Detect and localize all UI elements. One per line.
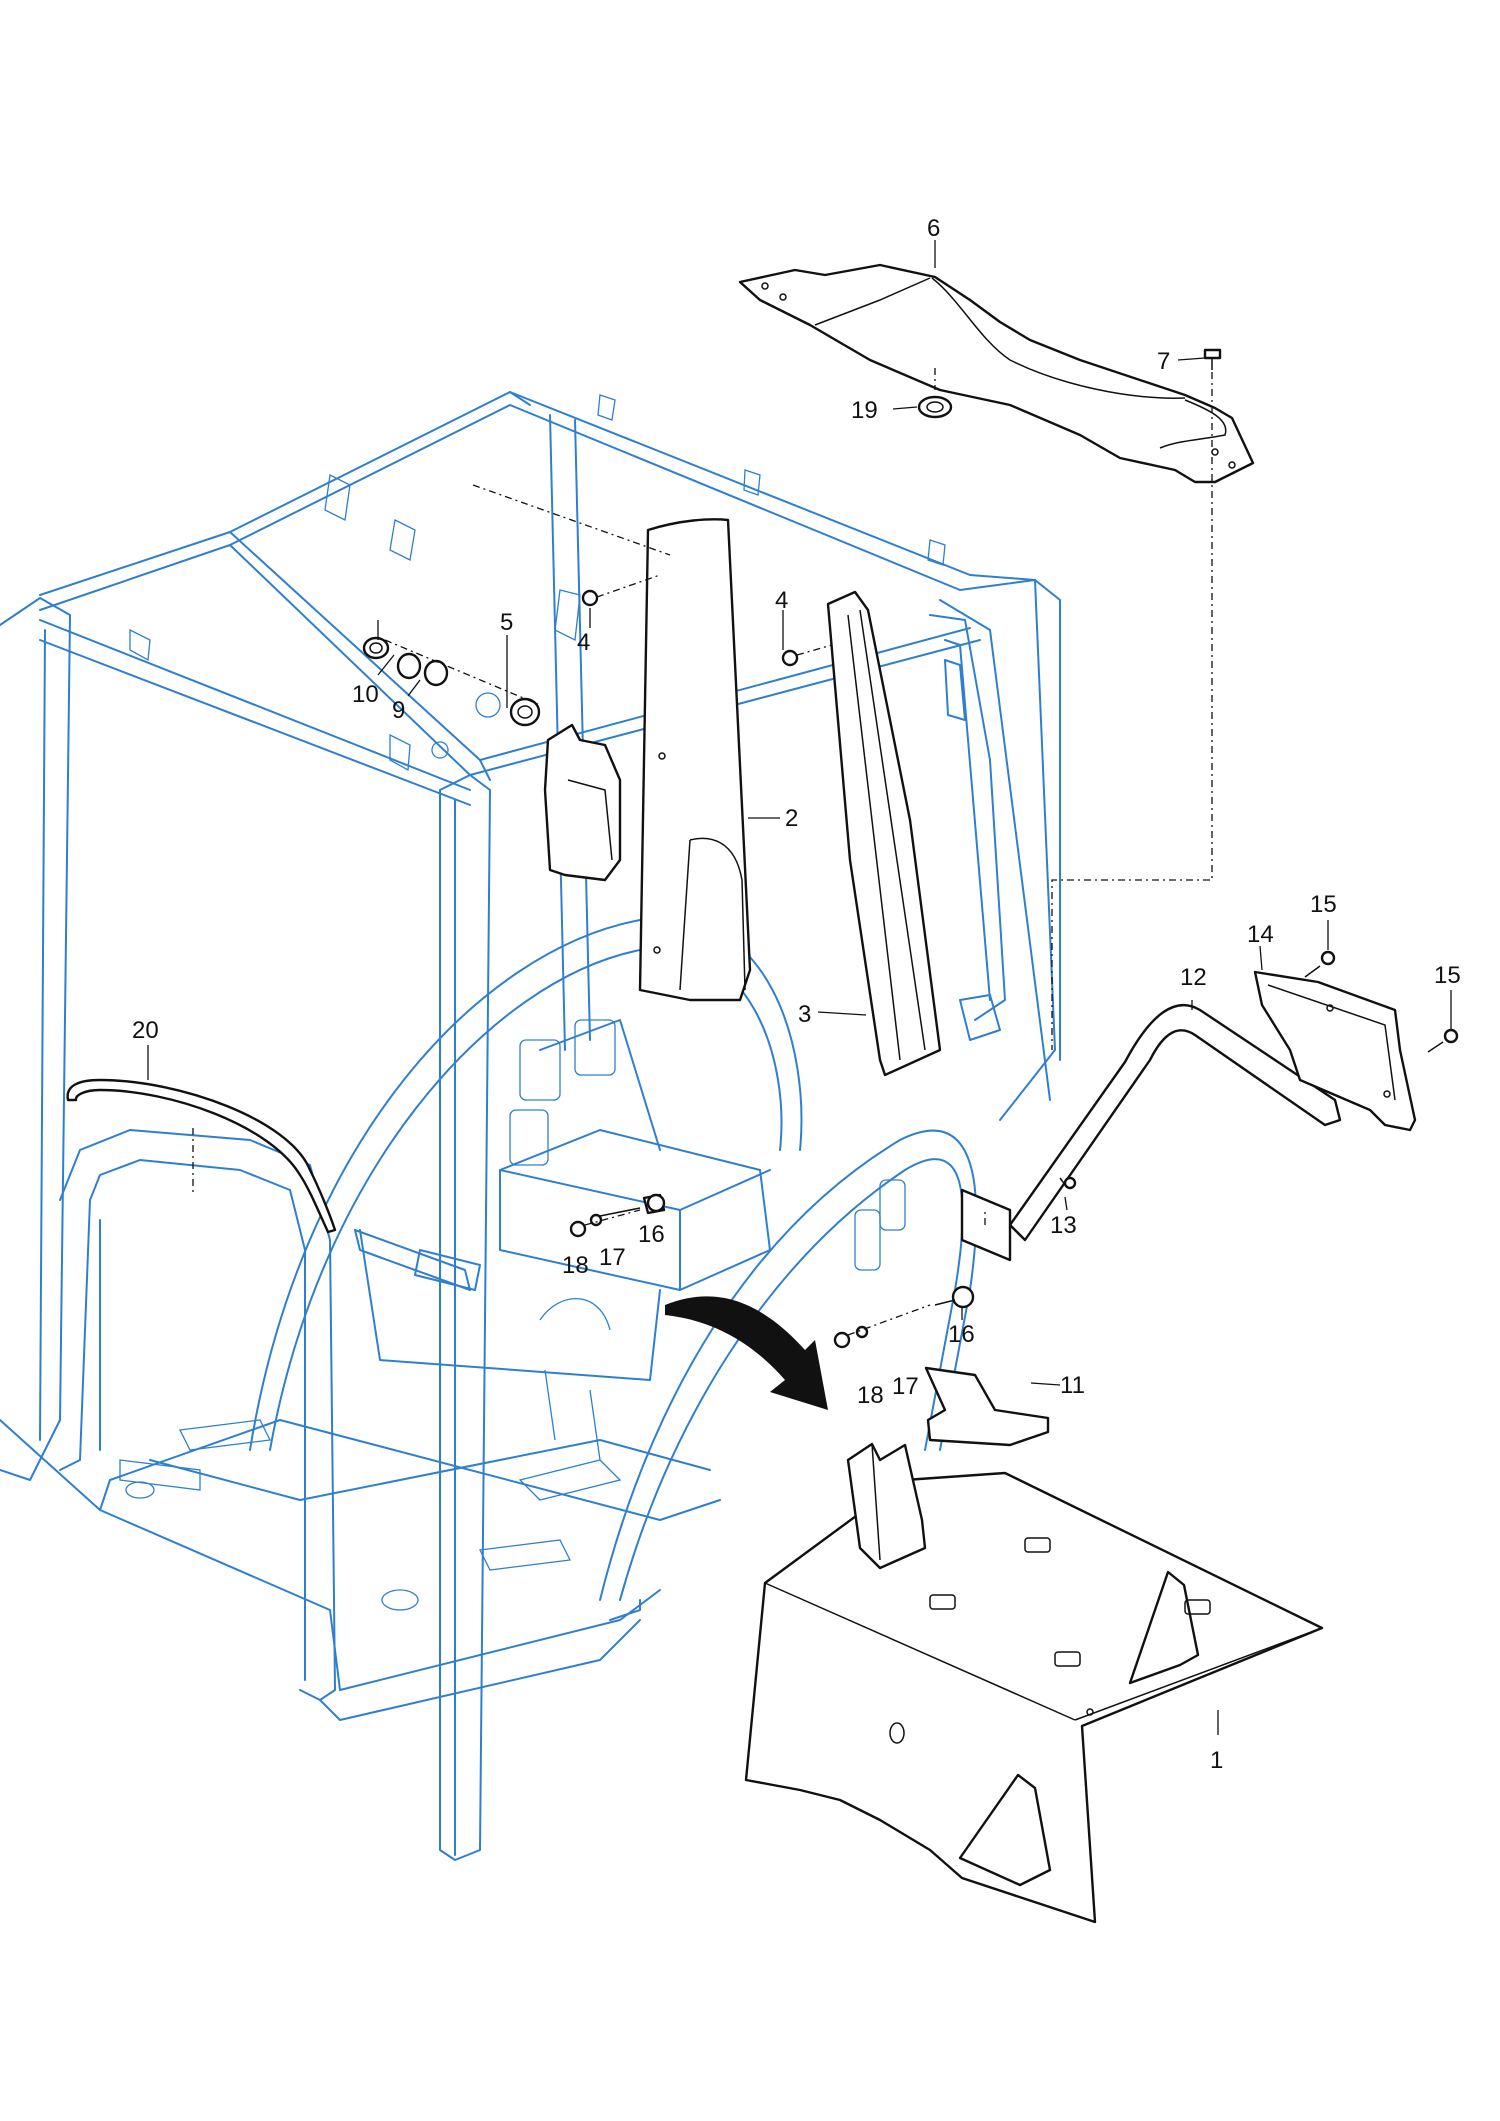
part-14-bracket	[1253, 970, 1417, 1132]
part-3-pillar-trim	[826, 590, 942, 1077]
callout-9: 9	[392, 697, 405, 724]
callout-2: 2	[785, 805, 798, 832]
part-10-fitting	[362, 636, 390, 660]
part-20-seal-strip	[66, 1078, 337, 1234]
callout-14: 14	[1247, 921, 1274, 948]
callout-3: 3	[798, 1001, 811, 1028]
part-4-clip-lower	[781, 649, 799, 667]
callout-1: 1	[1210, 1747, 1223, 1774]
part-15-bolt-right	[1427, 1028, 1459, 1053]
callout-12: 12	[1180, 964, 1207, 991]
fasteners-lower	[833, 1285, 975, 1349]
part-13-bolt	[1059, 1176, 1077, 1190]
callouts: 6 7 19 4 4 5 10 9 2 3 20 15 15 14 12 13 …	[132, 215, 1461, 1774]
callout-16-upper: 16	[638, 1221, 665, 1248]
callout-7: 7	[1157, 348, 1170, 375]
callout-13: 13	[1050, 1212, 1077, 1239]
part-19-grommet	[917, 395, 953, 419]
callout-6: 6	[927, 215, 940, 242]
callout-19: 19	[851, 397, 878, 424]
assembly-arrow	[665, 1296, 828, 1410]
callout-4-upper: 4	[577, 629, 590, 656]
callout-11: 11	[1060, 1372, 1085, 1399]
callout-17-upper: 17	[599, 1244, 626, 1271]
part-6-roof-plate	[738, 263, 1255, 484]
part-9-washers	[396, 652, 449, 687]
callout-15-right: 15	[1434, 962, 1461, 989]
callout-4-right: 4	[775, 587, 788, 614]
callout-16-lower: 16	[948, 1321, 975, 1348]
callout-5: 5	[500, 609, 513, 636]
part-15-bolt-upper	[1304, 950, 1336, 978]
washer-reservoir	[543, 723, 622, 882]
fasteners-upper	[569, 1193, 666, 1238]
callout-18-upper: 18	[562, 1252, 589, 1279]
callout-10: 10	[352, 681, 379, 708]
part-2-pillar-trim	[638, 518, 752, 1002]
part-7-bolt	[1203, 348, 1222, 370]
part-1-seat-platform	[744, 1442, 1324, 1924]
callout-20: 20	[132, 1017, 159, 1044]
part-5-seal	[509, 697, 541, 727]
dash-lines	[192, 368, 1213, 1336]
part-12-rail	[960, 1004, 1342, 1262]
callout-18-lower: 18	[857, 1382, 884, 1409]
leader-lines	[147, 240, 1452, 1735]
part-11-cone	[924, 1366, 1050, 1447]
part-4-clip-upper	[581, 589, 599, 607]
callout-15-upper: 15	[1310, 891, 1337, 918]
callout-17-lower: 17	[892, 1373, 919, 1400]
